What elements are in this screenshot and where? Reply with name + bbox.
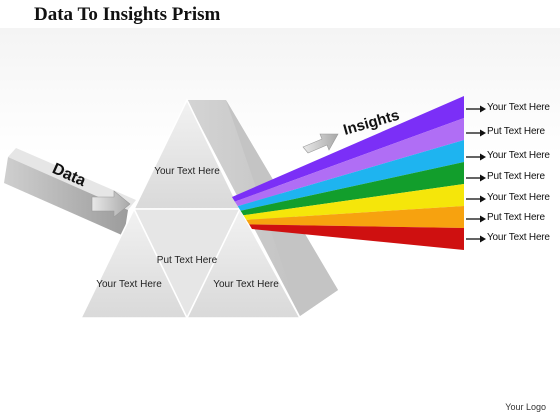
output-label-2: Put Text Here — [487, 126, 545, 137]
output-label-5: Your Text Here — [487, 192, 550, 203]
spectrum-ray-7 — [249, 224, 464, 250]
spectrum-ray-2 — [234, 118, 464, 207]
output-label-3: Your Text Here — [487, 150, 550, 161]
cell-center-text: Put Text Here — [156, 255, 218, 266]
spectrum-ray-1 — [232, 96, 464, 202]
spectrum-ray-5 — [243, 184, 464, 220]
output-label-4: Put Text Here — [487, 171, 545, 182]
spectrum-rays — [232, 96, 464, 250]
output-arrow-icon-3 — [466, 153, 486, 161]
insights-arrow-icon — [302, 133, 339, 154]
prism-front — [79, 98, 302, 320]
spectrum-ray-3 — [237, 140, 464, 211]
cell-top-text: Your Text Here — [154, 166, 220, 177]
output-label-7: Your Text Here — [487, 232, 550, 243]
data-arrow-icon — [91, 190, 131, 218]
output-arrows — [466, 105, 486, 243]
output-arrow-icon-2 — [466, 129, 486, 137]
page-title: Data To Insights Prism — [34, 4, 221, 25]
logo-text: Your Logo — [505, 402, 546, 412]
output-label-6: Put Text Here — [487, 212, 545, 223]
spectrum-ray-4 — [240, 162, 464, 216]
output-arrow-icon-7 — [466, 235, 486, 243]
prism-cell-bottom-right — [185, 207, 302, 319]
output-arrow-icon-1 — [466, 105, 486, 113]
output-arrow-icon-5 — [466, 195, 486, 203]
spectrum-ray-6 — [246, 206, 464, 228]
cell-bottom-left-text: Your Text Here — [96, 279, 162, 290]
output-label-1: Your Text Here — [487, 102, 550, 113]
prism-cell-bottom-left — [79, 207, 189, 319]
output-arrow-icon-6 — [466, 215, 486, 223]
cell-bottom-right-text: Your Text Here — [213, 279, 279, 290]
data-input-beam — [4, 148, 136, 236]
output-arrow-icon-4 — [466, 174, 486, 182]
